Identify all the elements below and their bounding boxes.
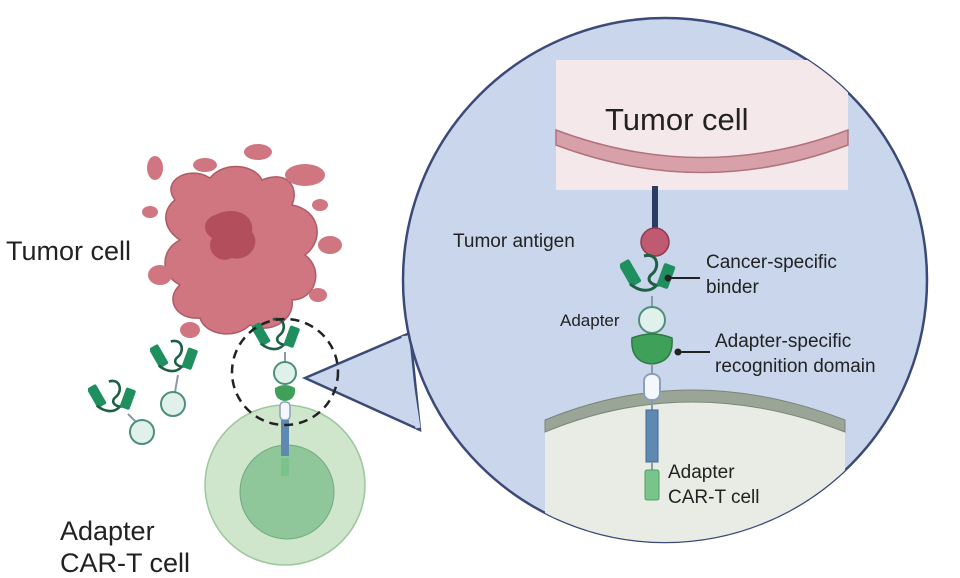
bound-recognition-icon: [274, 385, 296, 401]
recognition-line1: Adapter-specific: [715, 331, 851, 352]
zoom-car-t-line1: Adapter: [668, 462, 735, 483]
antigen-stalk: [652, 186, 658, 232]
cancer-binder-line2: binder: [706, 277, 759, 298]
antigen-icon: [640, 227, 670, 257]
zoom-pointer: [301, 331, 422, 433]
overview-car-t-line2: CAR-T cell: [60, 548, 190, 578]
overview-panel: Tumor cell Adapter CAR-T cell: [6, 144, 366, 578]
free-adapter-2: [150, 339, 200, 417]
zoom-focus-ring: [230, 317, 340, 427]
receptor-hinge: [643, 373, 661, 401]
free-binder-icon: [88, 379, 138, 413]
overview-car-t-line1: Adapter: [60, 516, 155, 546]
free-adapter-1: [88, 379, 155, 445]
recognition-domain-icon: [631, 333, 673, 365]
recognition-line2: recognition domain: [715, 356, 876, 377]
zoom-panel: Tumor cell Tumor antigen Cancer-specific…: [301, 16, 929, 544]
tumor-membrane: [555, 128, 849, 174]
free-binder-icon: [150, 339, 200, 373]
tumor-cell-icon: [142, 144, 342, 338]
adapter-icon: [638, 306, 666, 334]
receptor-icon: [645, 409, 659, 463]
cancer-binder-line1: Cancer-specific: [706, 252, 837, 273]
free-adapter-icon: [129, 419, 155, 445]
free-adapter-icon: [160, 391, 186, 417]
zoom-car-t-cell-icon: [545, 390, 845, 542]
zoom-tumor-cell-label: Tumor cell: [605, 102, 749, 137]
zoom-car-t-line2: CAR-T cell: [668, 487, 760, 508]
adapter-label: Adapter: [560, 311, 620, 330]
bound-adapter-icon: [273, 361, 297, 385]
signaling-domain: [644, 469, 660, 501]
overview-tumor-label: Tumor cell: [6, 236, 131, 266]
tumor-antigen-label: Tumor antigen: [453, 231, 575, 252]
